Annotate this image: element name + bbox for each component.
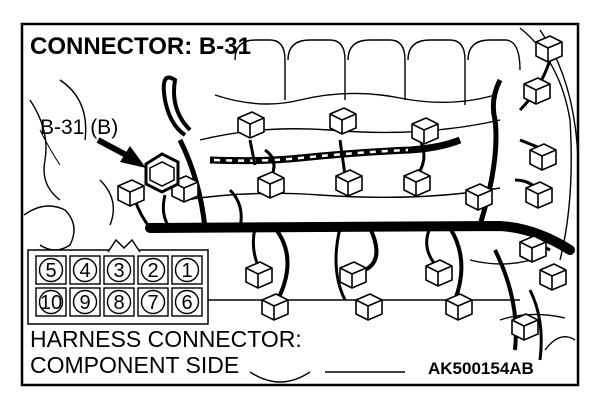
- pin-label: 9: [79, 292, 90, 314]
- connector-latch: [107, 238, 141, 253]
- pin-cell: 8: [103, 287, 135, 317]
- diagram-title: CONNECTOR: B-31: [30, 33, 251, 60]
- connector-cube: [335, 169, 363, 197]
- connector-cube: [425, 259, 453, 287]
- pin-label: 10: [40, 292, 62, 314]
- pin-cell: 10: [35, 287, 67, 317]
- caption-line-2: COMPONENT SIDE: [30, 352, 239, 378]
- pin-label: 8: [113, 292, 124, 314]
- figure-code: AK500154AB: [428, 359, 534, 378]
- connector-cube: [403, 169, 431, 197]
- pin-cell: 9: [69, 287, 101, 317]
- target-connector-b31: [144, 152, 180, 194]
- pin-label: 2: [147, 260, 158, 282]
- connector-cube: [411, 117, 439, 145]
- pin-label: 5: [45, 260, 56, 282]
- connector-cube: [445, 293, 473, 321]
- pin-cell: 3: [103, 255, 135, 285]
- pin-label: 1: [181, 260, 192, 282]
- connector-cube: [329, 107, 357, 135]
- pin-cell: 6: [171, 287, 203, 317]
- connector-cube: [117, 179, 145, 207]
- pointer-arrow: [96, 137, 146, 168]
- pin-label: 4: [79, 260, 90, 282]
- connector-cube: [257, 171, 285, 199]
- label-leader: [39, 129, 61, 166]
- connector-cube: [535, 35, 563, 63]
- caption-line-1: HARNESS CONNECTOR:: [30, 326, 302, 352]
- pin-cell: 7: [137, 287, 169, 317]
- connector-cube: [529, 143, 557, 171]
- connector-cube: [465, 183, 493, 211]
- pin-cell: 1: [171, 255, 203, 285]
- connector-cube: [539, 263, 567, 291]
- pin-cell: 2: [137, 255, 169, 285]
- connector-cube: [261, 293, 289, 321]
- pin-label: 6: [181, 292, 192, 314]
- connector-cube: [237, 111, 265, 139]
- pin-cell: 4: [69, 255, 101, 285]
- connector-cube: [355, 293, 383, 321]
- connector-cube: [245, 261, 273, 289]
- connector-cube: [339, 261, 367, 289]
- connector-cube: [519, 235, 547, 263]
- pin-label: 7: [147, 292, 158, 314]
- pin-cell: 5: [35, 255, 67, 285]
- connector-cube: [523, 77, 551, 105]
- pin-label: 3: [113, 260, 124, 282]
- connector-face: 5 4 3 2 1 10 9 8 7 6: [27, 238, 209, 325]
- harness-connectors: [117, 35, 567, 341]
- connector-cube: [511, 313, 539, 341]
- connector-label: B-31 (B): [40, 116, 118, 139]
- connector-cube: [525, 181, 553, 209]
